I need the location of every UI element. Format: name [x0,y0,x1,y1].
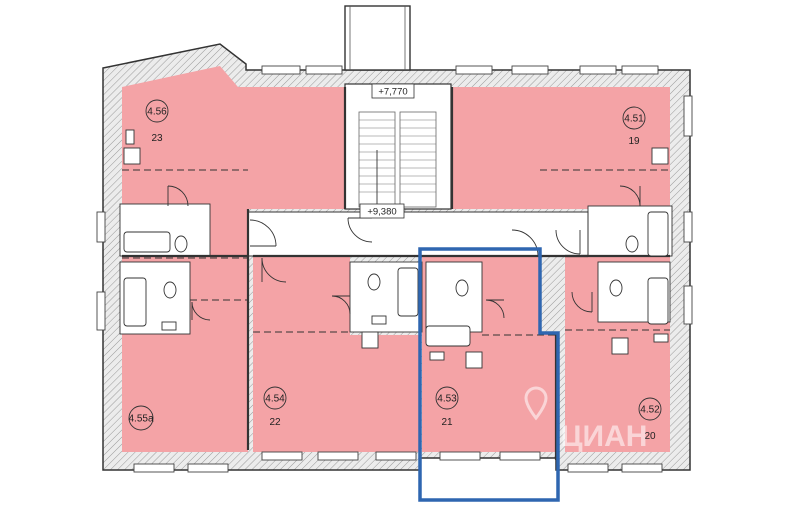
unit-areas [122,66,670,452]
unit-label-4-56: 4.56 23 [145,99,169,144]
level-marker-top: +7,770 [371,83,415,99]
unit-area: 23 [151,133,163,144]
unit-label-4-54: 4.54 22 [263,386,287,428]
unit-label-4-53: 4.53 21 [435,386,459,428]
unit-area-4-51 [452,87,670,209]
fixtures [123,129,669,369]
level-mid-text: +9,380 [367,207,396,218]
unit-label-4-55a: 4.55а [128,405,154,431]
unit-code: 4.53 [437,394,457,405]
unit-code: 4.52 [640,405,660,416]
bathroom-4-53 [425,261,483,333]
zone-lines [122,169,670,336]
unit-code: 4.54 [265,394,285,405]
unit-code: 4.56 [147,107,167,118]
unit-area: 20 [644,431,656,442]
unit-code: 4.55а [128,414,153,425]
unit-area: 22 [269,417,281,428]
watermark-text: ЦИАН [561,420,648,453]
location-pin-icon [524,386,548,421]
unit-area: 19 [628,136,640,147]
staircase [344,5,452,210]
unit-area-4-54 [253,256,420,452]
selected-unit-outline[interactable] [418,247,560,502]
unit-label-4-52: 4.52 20 [638,397,662,442]
unit-label-4-51: 4.51 19 [622,106,646,147]
windows [96,65,693,473]
unit-area: 21 [441,417,453,428]
watermark: ЦИАН [524,386,648,453]
level-top-text: +7,770 [378,87,407,98]
level-marker-mid: +9,380 [359,203,405,219]
unit-code: 4.51 [624,114,644,125]
